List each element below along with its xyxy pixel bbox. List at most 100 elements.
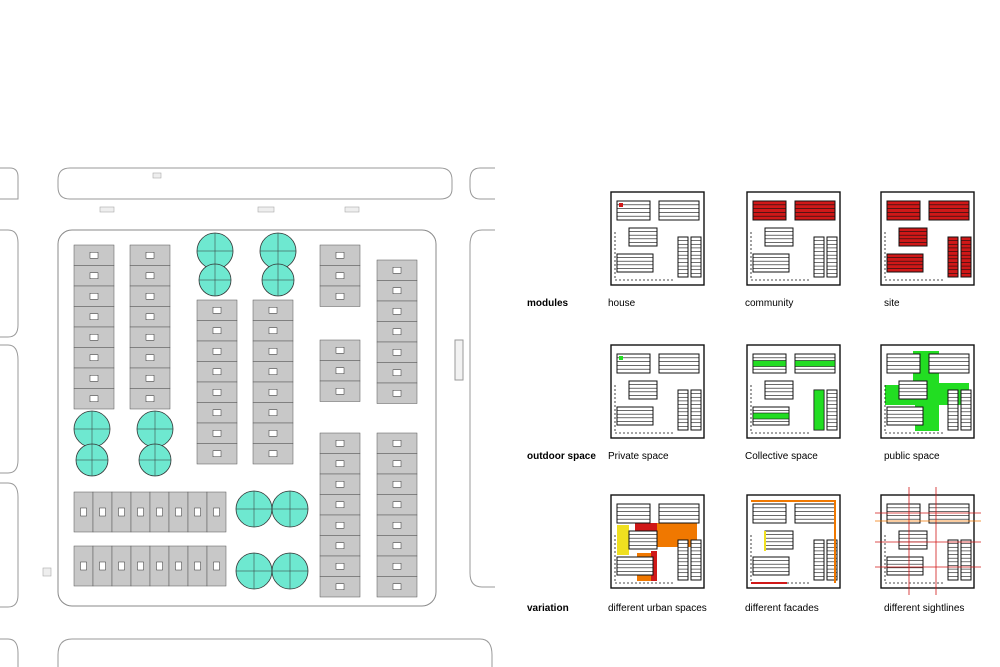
car-icon (335, 583, 345, 590)
diagram-panel (610, 191, 705, 286)
car-icon (392, 542, 402, 549)
diagram-panel (610, 494, 705, 589)
facade-line-orange (751, 500, 836, 583)
car-icon (335, 501, 345, 508)
module-block (826, 236, 838, 278)
module-block (752, 253, 790, 273)
car-icon (268, 327, 278, 334)
car-icon (392, 440, 402, 447)
module-block (752, 200, 787, 221)
courtyards (73, 232, 309, 590)
car-icon (89, 252, 99, 259)
car-icon (145, 272, 155, 279)
module-block (616, 406, 654, 426)
parking-marker (257, 206, 275, 213)
dashed-boundary (884, 232, 943, 281)
car-icon (145, 354, 155, 361)
module-block (658, 200, 700, 221)
car-icon (392, 460, 402, 467)
dashed-boundary (614, 232, 673, 281)
panel-frame (746, 494, 841, 589)
module-block (690, 389, 702, 431)
dashed-boundary (884, 385, 943, 434)
car-icon (89, 354, 99, 361)
module-block (764, 380, 794, 400)
car-icon (335, 293, 345, 300)
module-block (794, 503, 836, 524)
car-icon (89, 334, 99, 341)
module-block (658, 503, 700, 524)
car-icon (99, 561, 106, 571)
module-block (928, 200, 970, 221)
car-icon (335, 252, 345, 259)
module-block (752, 556, 790, 576)
module-block (813, 236, 825, 278)
panel-frame (880, 494, 975, 589)
car-icon (268, 409, 278, 416)
row-label-outdoor-space: outdoor space (527, 451, 596, 462)
car-icon (213, 561, 220, 571)
car-icon (212, 430, 222, 437)
street-curb (0, 638, 19, 667)
module-block (898, 380, 928, 400)
car-icon (89, 272, 99, 279)
street-curb (0, 167, 19, 200)
car-icon (145, 252, 155, 259)
label-collective-space: Collective space (745, 451, 818, 462)
car-icon (89, 313, 99, 320)
label-different-sightlines: different sightlines (884, 603, 965, 614)
collective-space-strip (794, 360, 836, 367)
module-block (616, 556, 654, 576)
car-icon (145, 395, 155, 402)
private-space-highlight (619, 356, 623, 360)
car-icon (118, 561, 125, 571)
street-curb (0, 344, 19, 474)
car-icon (194, 507, 201, 517)
module-block (826, 539, 838, 581)
car-icon (99, 507, 106, 517)
street-curb (0, 229, 19, 338)
module-block (690, 539, 702, 581)
panel-frame (610, 494, 705, 589)
car-icon (145, 375, 155, 382)
car-icon (392, 349, 402, 356)
site-boundary (57, 229, 437, 607)
module-block (928, 503, 970, 524)
dashed-boundary (884, 535, 943, 584)
label-community: community (745, 298, 794, 309)
panel-frame (610, 344, 705, 439)
car-icon (80, 507, 87, 517)
module-block (886, 353, 921, 374)
car-icon (137, 507, 144, 517)
car-icon (212, 450, 222, 457)
bench (454, 339, 464, 381)
panel-frame (746, 344, 841, 439)
site-plan (0, 167, 495, 667)
car-icon (268, 450, 278, 457)
car-icon (212, 409, 222, 416)
module-block (886, 503, 921, 524)
label-house: house (608, 298, 636, 309)
car-icon (80, 561, 87, 571)
parking-marker (344, 206, 360, 213)
module-block (616, 200, 651, 221)
panel-frame (880, 191, 975, 286)
parking-marker (152, 172, 162, 179)
module-block (886, 253, 924, 273)
module-block (690, 236, 702, 278)
module-block (794, 200, 836, 221)
car-icon (392, 501, 402, 508)
module-block (628, 227, 658, 247)
car-icon (213, 507, 220, 517)
diagram-panel (746, 191, 841, 286)
collective-space-strip (752, 412, 790, 420)
module-block (616, 253, 654, 273)
street-curb (57, 167, 453, 200)
label-different-urban-spaces: different urban spaces (608, 603, 707, 614)
row-label-variation: variation (527, 603, 569, 614)
module-block (898, 530, 928, 550)
panel-frame (610, 191, 705, 286)
street-curb (469, 229, 495, 588)
car-icon (89, 293, 99, 300)
diagram-panel (880, 344, 975, 439)
